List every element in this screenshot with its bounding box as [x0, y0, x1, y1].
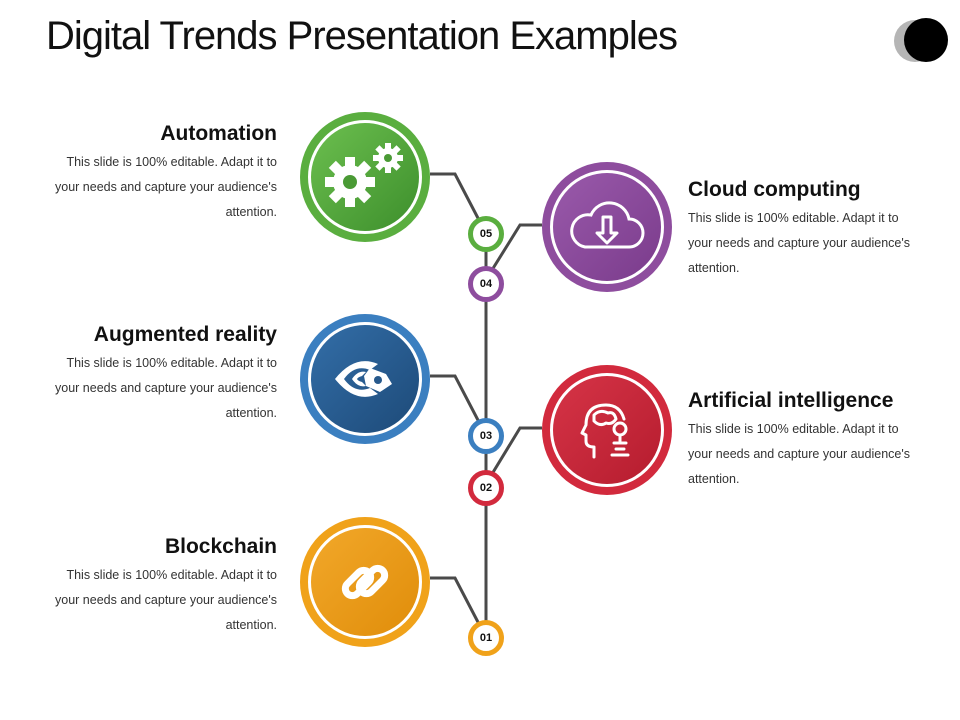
automation-block: Automation This slide is 100% editable. … — [52, 122, 277, 225]
augmented-reality-title: Augmented reality — [93, 323, 277, 346]
artificial-intelligence-text: This slide is 100% editable. Adapt it to… — [688, 422, 910, 486]
augmented-reality-circle — [300, 314, 430, 444]
automation-circle — [300, 112, 430, 242]
cloud-computing-circle — [542, 162, 672, 292]
artificial-intelligence-block: Artificial intelligence This slide is 10… — [688, 389, 913, 492]
cloud-computing-title: Cloud computing — [688, 178, 861, 201]
eye-ar-icon — [335, 361, 392, 397]
step-02-badge: 02 — [468, 470, 504, 506]
page-title: Digital Trends Presentation Examples — [46, 14, 678, 58]
cloud-computing-block: Cloud computing This slide is 100% edita… — [688, 178, 913, 281]
blockchain-block: Blockchain This slide is 100% editable. … — [52, 535, 277, 638]
chain-link-icon — [341, 564, 389, 600]
artificial-intelligence-circle — [542, 365, 672, 495]
step-03-badge: 03 — [468, 418, 504, 454]
augmented-reality-block: Augmented reality This slide is 100% edi… — [52, 323, 277, 426]
automation-text: This slide is 100% editable. Adapt it to… — [55, 155, 277, 219]
cloud-download-icon — [570, 201, 645, 249]
step-01-badge: 01 — [468, 620, 504, 656]
blockchain-circle — [300, 517, 430, 647]
augmented-reality-text: This slide is 100% editable. Adapt it to… — [55, 356, 277, 420]
gears-icon — [325, 143, 403, 207]
automation-title: Automation — [160, 122, 277, 145]
cloud-computing-text: This slide is 100% editable. Adapt it to… — [688, 211, 910, 275]
logo-icon — [894, 18, 952, 62]
ai-head-icon — [580, 403, 630, 459]
step-04-badge: 04 — [468, 266, 504, 302]
blockchain-title: Blockchain — [164, 535, 277, 558]
blockchain-text: This slide is 100% editable. Adapt it to… — [55, 568, 277, 632]
artificial-intelligence-title: Artificial intelligence — [688, 389, 894, 412]
step-05-badge: 05 — [468, 216, 504, 252]
